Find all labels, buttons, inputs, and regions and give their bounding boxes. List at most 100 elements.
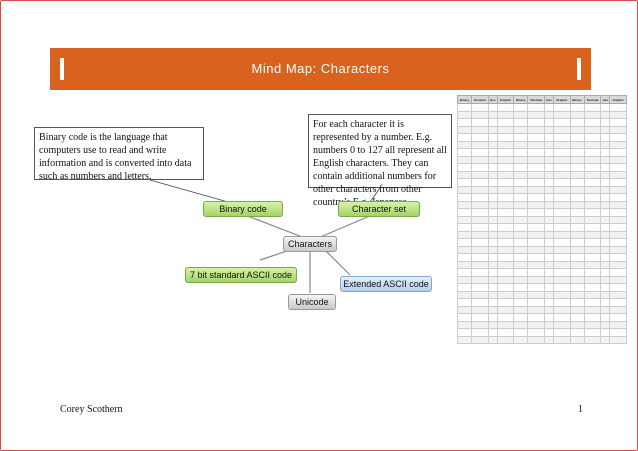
table-cell (552, 208, 571, 217)
table-cell (600, 290, 611, 299)
table-cell (544, 208, 554, 217)
table-cell (457, 118, 472, 127)
table-cell (513, 298, 529, 307)
table-cell (487, 193, 498, 202)
table-cell (470, 208, 489, 217)
table-cell (569, 238, 585, 247)
table-cell (470, 148, 489, 157)
table-row (457, 313, 627, 322)
table-cell (544, 283, 554, 292)
node-7bit-ascii[interactable]: 7 bit standard ASCII code (185, 267, 297, 283)
table-cell (496, 230, 515, 239)
ascii-table-header: Decimal (470, 95, 489, 104)
node-binary-code[interactable]: Binary code (203, 201, 283, 217)
table-cell (600, 193, 611, 202)
table-cell (609, 170, 627, 179)
table-cell (470, 290, 489, 299)
table-row (457, 320, 627, 329)
table-cell (569, 118, 585, 127)
table-cell (583, 223, 602, 232)
table-cell (569, 170, 585, 179)
ascii-table-header: Binary (513, 95, 529, 104)
ascii-table-header: Graphic (496, 95, 515, 104)
table-cell (609, 125, 627, 134)
table-cell (544, 230, 554, 239)
table-cell (496, 170, 515, 179)
table-cell (583, 298, 602, 307)
table-cell (600, 163, 611, 172)
table-cell (583, 208, 602, 217)
table-cell (513, 155, 529, 164)
table-cell (552, 163, 571, 172)
table-cell (600, 140, 611, 149)
table-cell (544, 275, 554, 284)
table-cell (470, 118, 489, 127)
table-cell (496, 125, 515, 134)
table-row (457, 275, 627, 284)
table-cell (544, 223, 554, 232)
table-cell (487, 253, 498, 262)
table-cell (457, 193, 472, 202)
table-cell (600, 148, 611, 157)
node-unicode[interactable]: Unicode (288, 294, 336, 310)
table-cell (527, 155, 546, 164)
table-cell (457, 125, 472, 134)
table-cell (487, 118, 498, 127)
table-cell (457, 223, 472, 232)
table-cell (552, 275, 571, 284)
table-cell (583, 193, 602, 202)
table-cell (569, 193, 585, 202)
table-cell (487, 215, 498, 224)
table-cell (609, 268, 627, 277)
table-cell (609, 193, 627, 202)
table-cell (470, 163, 489, 172)
table-cell (496, 118, 515, 127)
table-cell (583, 110, 602, 119)
table-cell (544, 260, 554, 269)
table-cell (600, 275, 611, 284)
page-title: Mind Map: Characters (251, 61, 390, 76)
table-cell (569, 155, 585, 164)
table-cell (496, 200, 515, 209)
table-cell (457, 305, 472, 314)
table-cell (470, 268, 489, 277)
table-row (457, 185, 627, 194)
table-cell (552, 140, 571, 149)
table-cell (470, 215, 489, 224)
table-cell (569, 125, 585, 134)
table-cell (544, 328, 554, 337)
table-cell (583, 260, 602, 269)
table-cell (457, 140, 472, 149)
table-cell (552, 125, 571, 134)
table-cell (600, 313, 611, 322)
table-row (457, 215, 627, 224)
table-cell (544, 110, 554, 119)
ascii-table-header: Graphic (552, 95, 571, 104)
table-cell (487, 320, 498, 329)
table-cell (513, 193, 529, 202)
node-extended-ascii[interactable]: Extended ASCII code (340, 276, 432, 292)
table-cell (569, 230, 585, 239)
node-character-set[interactable]: Character set (338, 201, 420, 217)
table-cell (496, 320, 515, 329)
character-set-note: For each character it is represented by … (308, 114, 452, 208)
table-cell (457, 335, 472, 344)
table-cell (496, 110, 515, 119)
table-cell (470, 110, 489, 119)
ascii-table-header: Hex (487, 95, 498, 104)
node-characters[interactable]: Characters (283, 236, 337, 252)
table-cell (600, 215, 611, 224)
table-cell (527, 298, 546, 307)
table-cell (527, 118, 546, 127)
table-cell (496, 185, 515, 194)
table-cell (569, 178, 585, 187)
table-cell (457, 298, 472, 307)
table-cell (527, 133, 546, 142)
table-cell (609, 200, 627, 209)
table-cell (527, 103, 546, 112)
table-cell (569, 260, 585, 269)
binary-note-connector (149, 179, 229, 203)
table-row (457, 103, 627, 112)
binary-note: Binary code is the language that compute… (34, 127, 204, 182)
table-cell (496, 133, 515, 142)
